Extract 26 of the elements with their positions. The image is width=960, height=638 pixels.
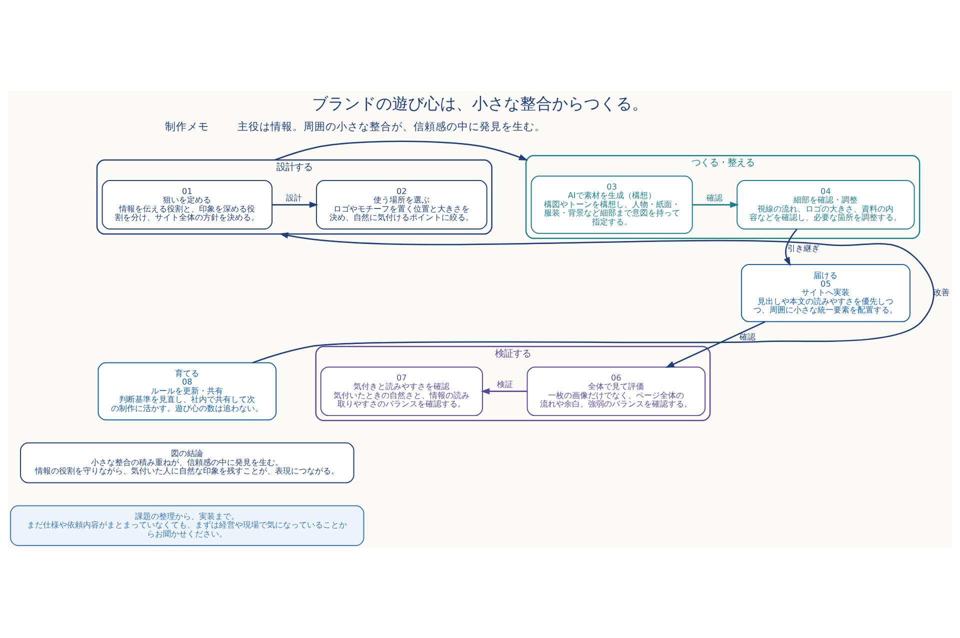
diagram-title: ブランドの遊び心は、小さな整合からつくる。 xyxy=(312,93,648,112)
arrow xyxy=(692,201,740,208)
label: 主役は情報。周囲の小さな整合が、信頼感の中に発見を生む。 xyxy=(238,120,546,133)
node-box: 届ける 05 サイトへ実装 見出しや本文の読みやすさを優先しつつ、周囲に小さな統一要素を配置する。 xyxy=(740,263,910,322)
arrow xyxy=(272,201,318,208)
edge-label: 確認 xyxy=(706,192,723,202)
label: 制作メモ xyxy=(165,120,210,133)
edge-label: 設計 xyxy=(286,192,302,202)
node-box: 01 狙いを定める 情報を伝える役割と、印象を深める役割を分け、サイト全体の方針を決める。 xyxy=(102,180,273,230)
node-box: 02 使う場所を選ぶ ロゴやモチーフを置く位置と大きさを決め、自然に気付けるポイントに絞る。 xyxy=(316,180,488,230)
edge-label: 確認 xyxy=(739,330,756,341)
arrow xyxy=(784,228,798,266)
node-box: 04 細部を確認・調整 視線の流れ、ロゴの大きさ、資料の内容などを確認し、必要な箇所を調整する。 xyxy=(736,180,915,230)
arrow xyxy=(274,140,528,160)
node-box: 育てる 08 ルールを更新・共有 判断基準を見直し、社内で共有して次の制作に活かす。遊び心の数は追わない。 xyxy=(98,362,277,420)
node-box: 課題の整理から、実装まで。 まだ仕様や依頼内容がまとまっていなくても、まずは経営や現場で気になっていることからお聞かせください。 xyxy=(10,504,364,546)
node-box: 03 AIで素材を生成（構想） 構図やトーンを構想し、人物・紙面・服装・背景など細部まで意図を持って指定する。 xyxy=(530,175,693,234)
node-box: 07 気付きと読みやすさを確認 気付いたときの自然さと、情報の読み取りやすさのバランスを確認する。 xyxy=(320,366,483,416)
edge-label: 改善 xyxy=(933,286,950,297)
arrow xyxy=(252,232,934,363)
node-box: 図の結論 小さな整合の積み重ねが、信頼感の中に発見を生む。 情報の役割を守りながら、気付いた人に自然な印象を残すことが、表現につながる。 xyxy=(20,442,354,483)
edge-label: 引き継ぎ xyxy=(788,242,820,253)
arrow xyxy=(480,388,528,394)
arrow xyxy=(665,320,766,368)
edge-label: 検証 xyxy=(496,378,513,389)
node-box: 06 全体で見て評価 一枚の画像だけでなく、ページ全体の流れや余白、強弱のバランスを確認する。 xyxy=(526,366,706,416)
